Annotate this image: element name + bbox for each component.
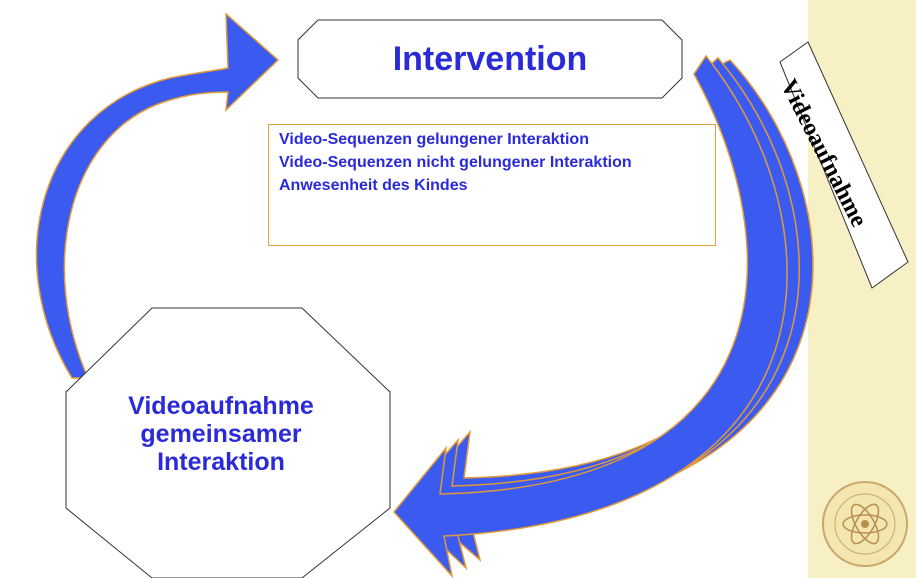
info-box: Video-Sequenzen gelungener Interaktion V… — [268, 124, 716, 246]
info-line-2: Video-Sequenzen nicht gelungener Interak… — [279, 154, 632, 171]
info-line-1: Video-Sequenzen gelungener Interaktion — [279, 131, 589, 148]
info-line-3: Anwesenheit des Kindes — [279, 177, 468, 194]
intervention-label: Intervention — [392, 39, 588, 78]
intervention-box — [297, 19, 683, 99]
video-line-2: gemeinsamer — [140, 420, 302, 448]
video-node-label: Videoaufnahme gemeinsamer Interaktion — [66, 392, 376, 476]
university-seal-logo — [822, 481, 908, 567]
right-cycle-arrow-front — [393, 54, 788, 578]
video-node-shape — [65, 307, 391, 578]
video-line-3: Interaktion — [157, 448, 285, 476]
left-cycle-arrow — [35, 12, 280, 379]
side-label-frame — [779, 41, 909, 289]
video-line-1: Videoaufnahme — [128, 392, 314, 420]
